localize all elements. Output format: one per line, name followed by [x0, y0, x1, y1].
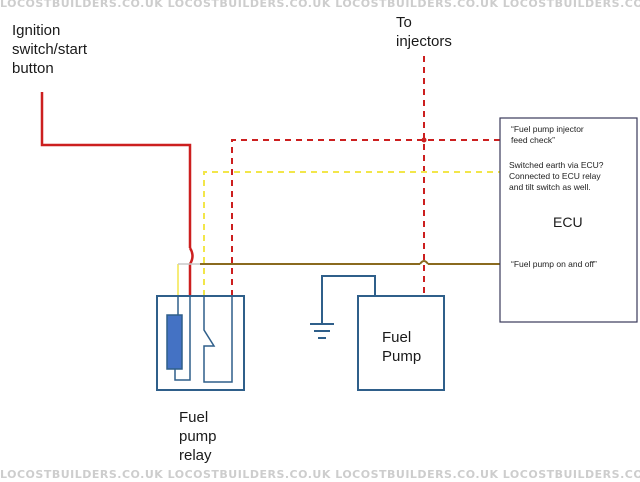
injector-junction [421, 137, 427, 143]
ecu-box [499, 117, 638, 323]
relay-coil [166, 314, 183, 370]
watermark-top: LOCOSTBUILDERS.CO.UK LOCOSTBUILDERS.CO.U… [0, 0, 640, 10]
fuel-pump-box [357, 295, 445, 391]
ignition-label: Ignition switch/start button [12, 22, 88, 77]
pump-on-off-note: “Fuel pump on and off” [511, 259, 597, 269]
switched-earth-wire [203, 171, 500, 296]
relay-coil-return [174, 296, 191, 381]
injectors-label: To injectors [396, 14, 452, 50]
relay-label: Fuel pump relay [179, 409, 217, 464]
ecu-label: ECU [553, 214, 583, 230]
switched-earth-note: Switched earth via ECU? Connected to ECU… [509, 160, 604, 192]
pump-signal-hop [419, 260, 429, 265]
ignition-wire [40, 92, 192, 248]
relay-switch [203, 296, 233, 383]
watermark-bottom: LOCOSTBUILDERS.CO.UK LOCOSTBUILDERS.CO.U… [0, 468, 640, 481]
pump-label: Fuel Pump [382, 329, 422, 365]
injector-check-note: “Fuel pump injector feed check” [511, 124, 584, 145]
injector-check-wire [231, 139, 500, 296]
ignition-wire-hop [188, 247, 194, 265]
pump-ground-wire [321, 275, 376, 324]
